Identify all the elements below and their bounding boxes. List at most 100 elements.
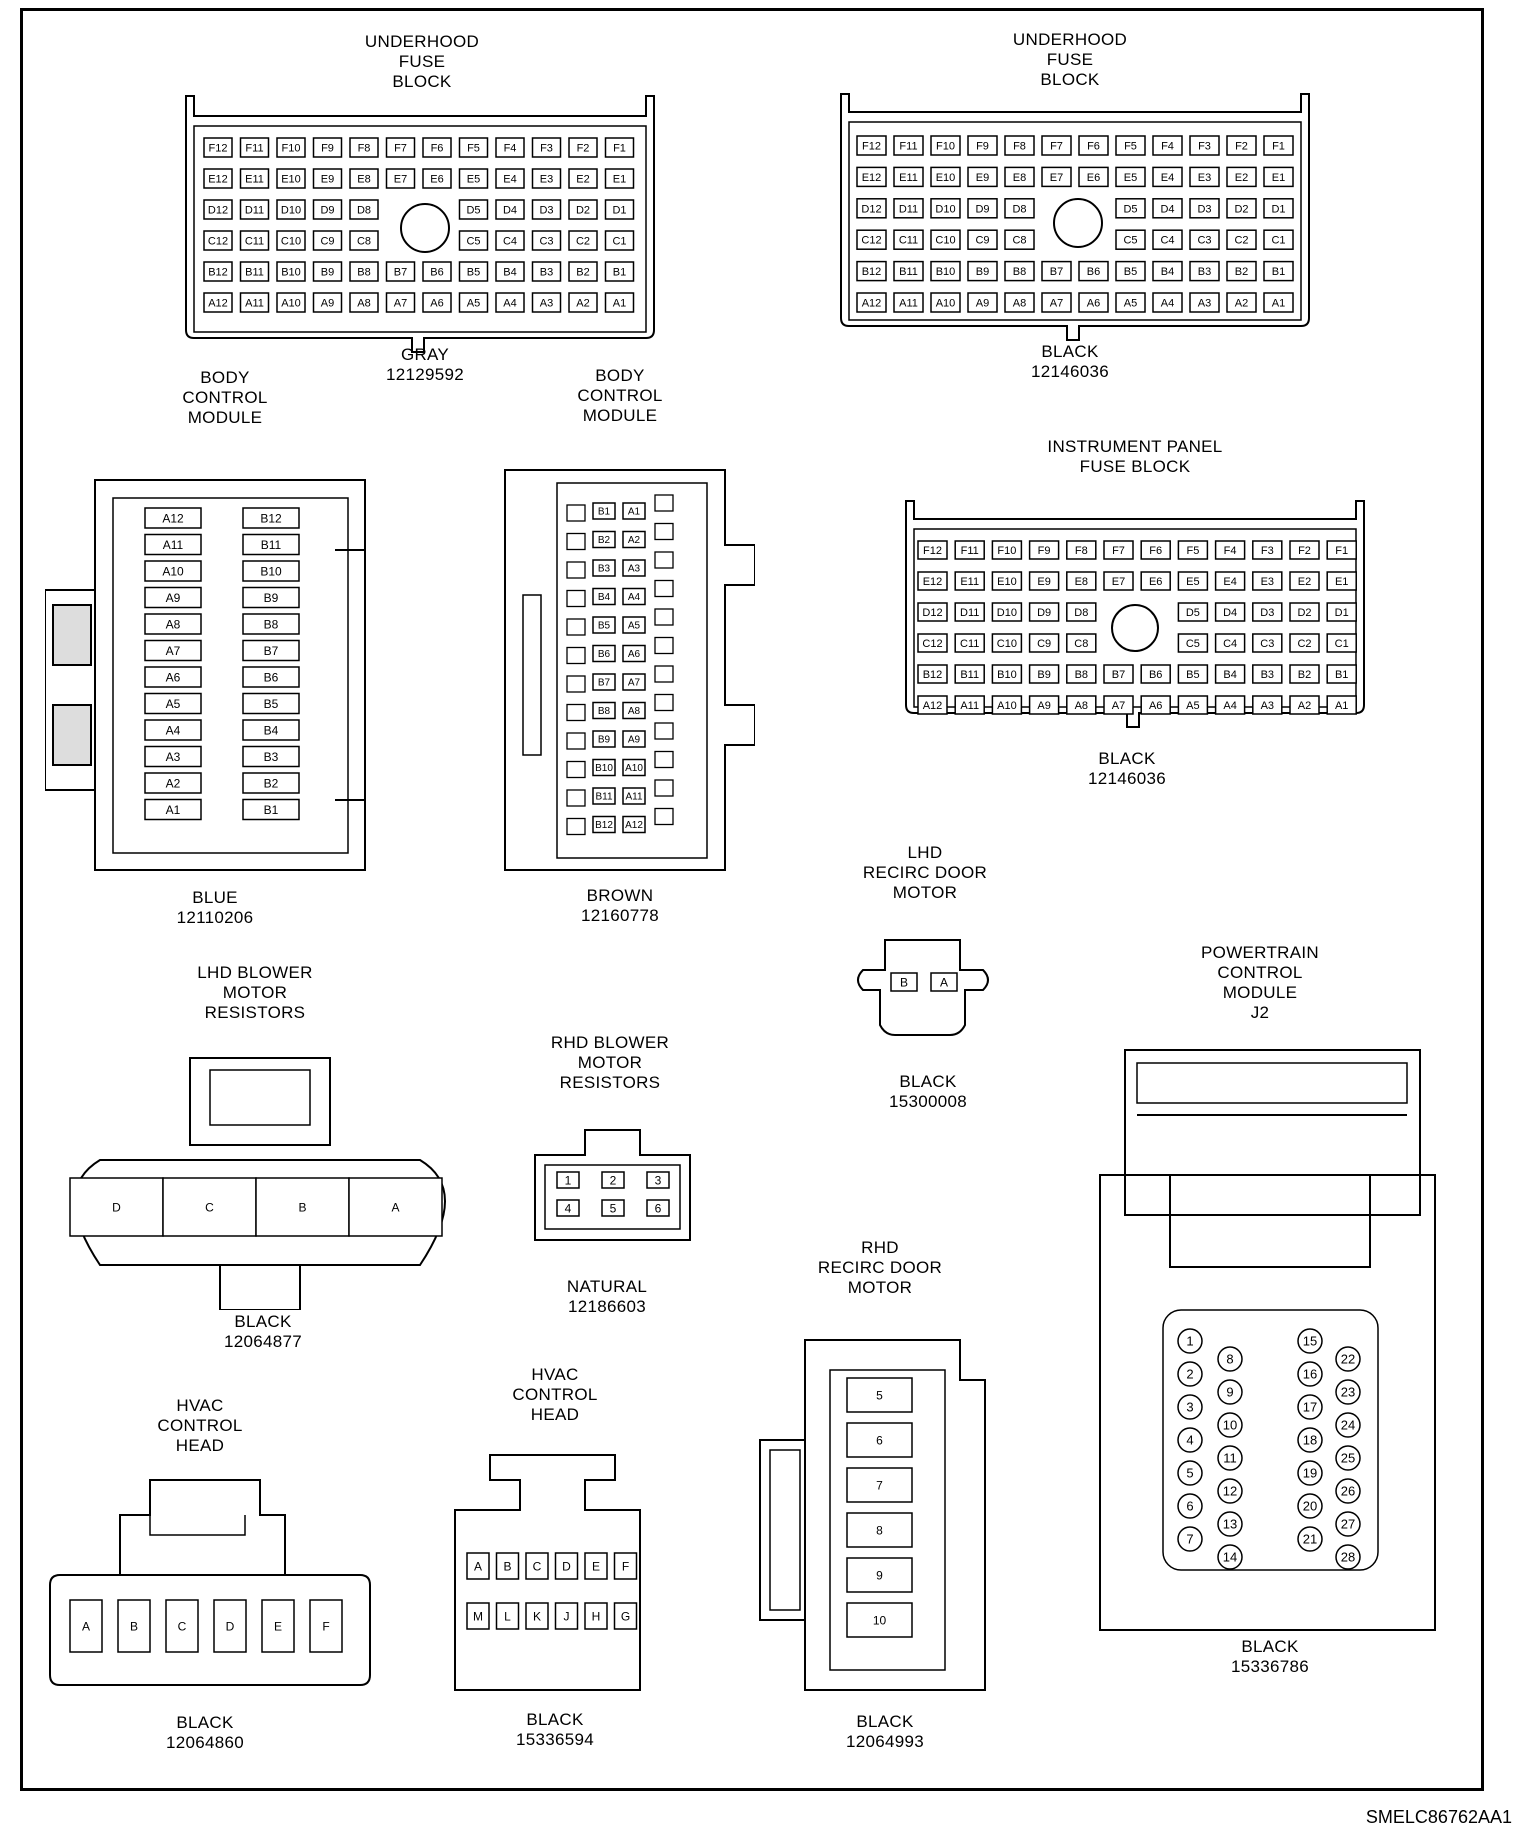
pin-cavity (846, 1377, 913, 1413)
pin-cavity (458, 168, 489, 189)
pin-cavity (242, 507, 300, 529)
pin-label: 6 (1186, 1499, 1193, 1514)
pin-label: C2 (576, 235, 590, 247)
pin-cavity (1335, 1478, 1361, 1504)
pin-label: D4 (503, 204, 517, 216)
pin-cavity (242, 798, 300, 821)
pin-label: 12 (1223, 1484, 1237, 1499)
pin-cavity (930, 229, 961, 250)
pin-cavity (954, 664, 985, 684)
pin-label: A5 (1186, 700, 1199, 712)
pin-cavity (144, 586, 202, 609)
pin-cavity (1177, 1361, 1203, 1387)
pin-cavity (917, 633, 948, 653)
pin-label: A12 (162, 511, 184, 525)
pin-cavity (1115, 260, 1146, 282)
reference-code: SMELC86762AA1 (1365, 1807, 1512, 1827)
pin-label: B9 (598, 735, 611, 746)
pin-label: B10 (281, 266, 301, 278)
pin-label: D12 (922, 607, 942, 619)
empty-cavity (566, 760, 586, 779)
pin-cavity (893, 229, 924, 250)
pin-label: B5 (1186, 669, 1199, 681)
pin-label: F5 (1124, 140, 1137, 152)
pin-cavity (203, 137, 233, 158)
pin-label: D11 (245, 204, 264, 216)
pin-cavity (613, 1602, 638, 1630)
pin-label: 5 (610, 1201, 617, 1215)
pin-label: B8 (357, 266, 370, 278)
latch-tab (52, 604, 92, 666)
pin-label: 26 (1341, 1484, 1355, 1499)
pin-label: C3 (1260, 638, 1274, 650)
pin-label: E3 (1261, 576, 1274, 588)
pin-cavity (144, 798, 202, 821)
pin-label: E2 (1235, 172, 1248, 184)
pin-cavity (568, 137, 598, 158)
pin-cavity (458, 137, 489, 158)
pin-label: B7 (1050, 266, 1063, 278)
pin-label: D12 (861, 203, 881, 215)
pin-label: F12 (209, 142, 228, 154)
pin-cavity (991, 602, 1023, 622)
pin-label: B3 (1261, 669, 1274, 681)
pin-label: F8 (358, 142, 371, 154)
pin-cavity (1177, 571, 1209, 591)
pin-cavity (1177, 633, 1209, 653)
pin-cavity (312, 137, 343, 158)
pin-cavity (604, 137, 635, 158)
pin-label: A11 (625, 792, 642, 803)
housing (840, 104, 1310, 341)
pin-label: B8 (1013, 266, 1026, 278)
pin-label: 8 (1226, 1352, 1233, 1367)
pin-label: D8 (1074, 607, 1088, 619)
pin-cavity (1103, 664, 1134, 684)
housing (49, 1574, 371, 1686)
pin-cavity (276, 199, 306, 220)
empty-cavity (654, 636, 674, 655)
empty-cavity (654, 779, 674, 797)
pin-label: F2 (1235, 140, 1248, 152)
pin-label: A5 (628, 621, 641, 632)
pin-label: B (900, 975, 908, 989)
pin-label: C3 (1197, 235, 1211, 247)
pin-cavity (1217, 1379, 1243, 1405)
guide-rail (522, 594, 542, 756)
pin-label: D8 (1012, 203, 1026, 215)
pin-cavity (1297, 1526, 1323, 1552)
pin-label: A4 (1223, 700, 1236, 712)
pin-cavity (967, 292, 998, 313)
pin-cavity (568, 199, 598, 220)
pin-cavity (349, 261, 379, 282)
pin-field (1162, 1309, 1379, 1571)
pin-cavity (1028, 602, 1060, 622)
pin-cavity (1217, 1511, 1243, 1537)
pin-label: B10 (595, 763, 613, 774)
pin-label: C9 (1037, 638, 1051, 650)
pin-label: 3 (655, 1173, 662, 1187)
pin-label: E3 (1198, 172, 1211, 184)
pin-label: C (533, 1559, 542, 1573)
pin-label: B10 (936, 266, 956, 278)
pin-label: A3 (166, 750, 181, 764)
pin-cavity (1177, 1526, 1203, 1552)
pin-cavity (991, 633, 1023, 653)
housing-inner (556, 482, 708, 859)
pin-cavity (917, 664, 948, 684)
pin-cavity (1226, 260, 1257, 282)
pin-label: A1 (1272, 297, 1285, 309)
pin-label: F4 (504, 142, 517, 154)
pin-label: F6 (1149, 545, 1162, 557)
pin-label: A1 (166, 803, 181, 817)
pin-label: B1 (1272, 266, 1285, 278)
pin-cavity (917, 602, 948, 622)
pin-cavity (1252, 664, 1283, 684)
pin-cavity (1252, 571, 1283, 591)
bcm-brown-connector: B1B2B3B4B5B6B7B8B9B10B11B12A1A2A3A4A5A6A… (504, 469, 755, 871)
pin-label: B5 (264, 697, 279, 711)
pin-label: E10 (997, 576, 1017, 588)
